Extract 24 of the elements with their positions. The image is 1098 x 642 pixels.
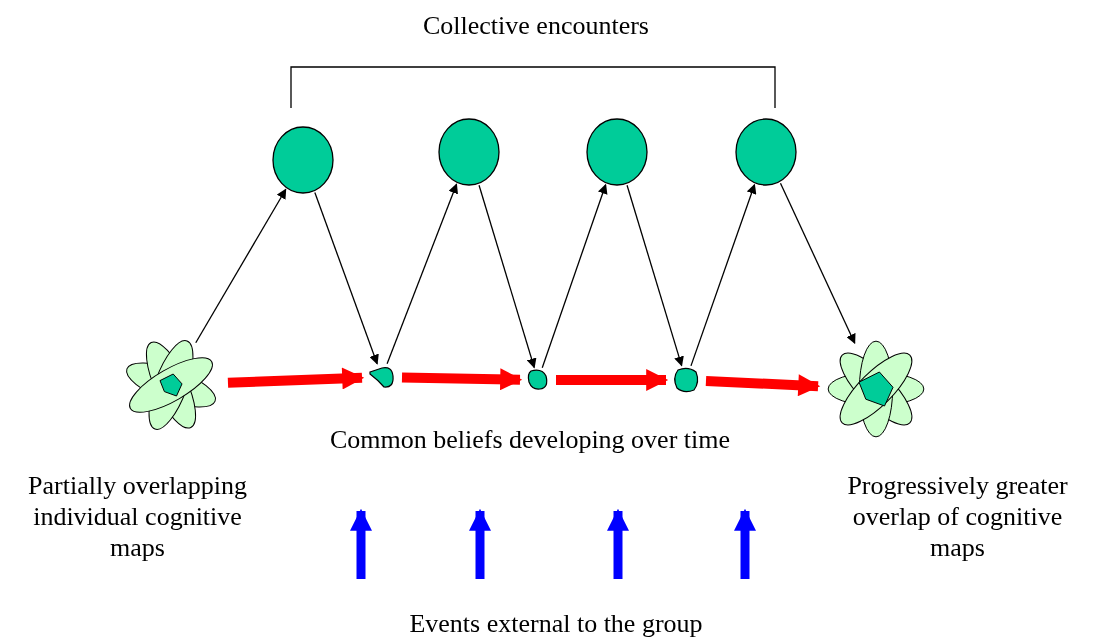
arrow — [541, 183, 608, 369]
arrow — [195, 188, 287, 344]
node-caption: Partially overlapping individual cognitive maps — [27, 470, 248, 564]
node-caption: Progressively greater overlap of cognitive maps — [846, 470, 1069, 564]
arrow — [556, 369, 669, 391]
arrow — [386, 183, 458, 365]
circle-node — [438, 118, 500, 186]
arrow — [401, 368, 523, 391]
arrow — [478, 184, 537, 369]
arrow — [779, 182, 856, 345]
circle-node — [735, 118, 797, 186]
blob-shape — [672, 366, 700, 394]
label-text: Events external to the group — [408, 608, 704, 640]
arrow — [705, 374, 821, 397]
blob-shape — [368, 364, 396, 390]
arrow — [626, 184, 684, 367]
arrow — [314, 191, 379, 365]
arrow — [227, 367, 365, 390]
arrow — [690, 183, 757, 367]
circle-node — [272, 126, 334, 194]
blob-shape — [526, 368, 550, 392]
circle-node — [586, 118, 648, 186]
label-text: Common beliefs developing over time — [329, 424, 731, 456]
label-text: Collective encounters — [422, 10, 650, 42]
